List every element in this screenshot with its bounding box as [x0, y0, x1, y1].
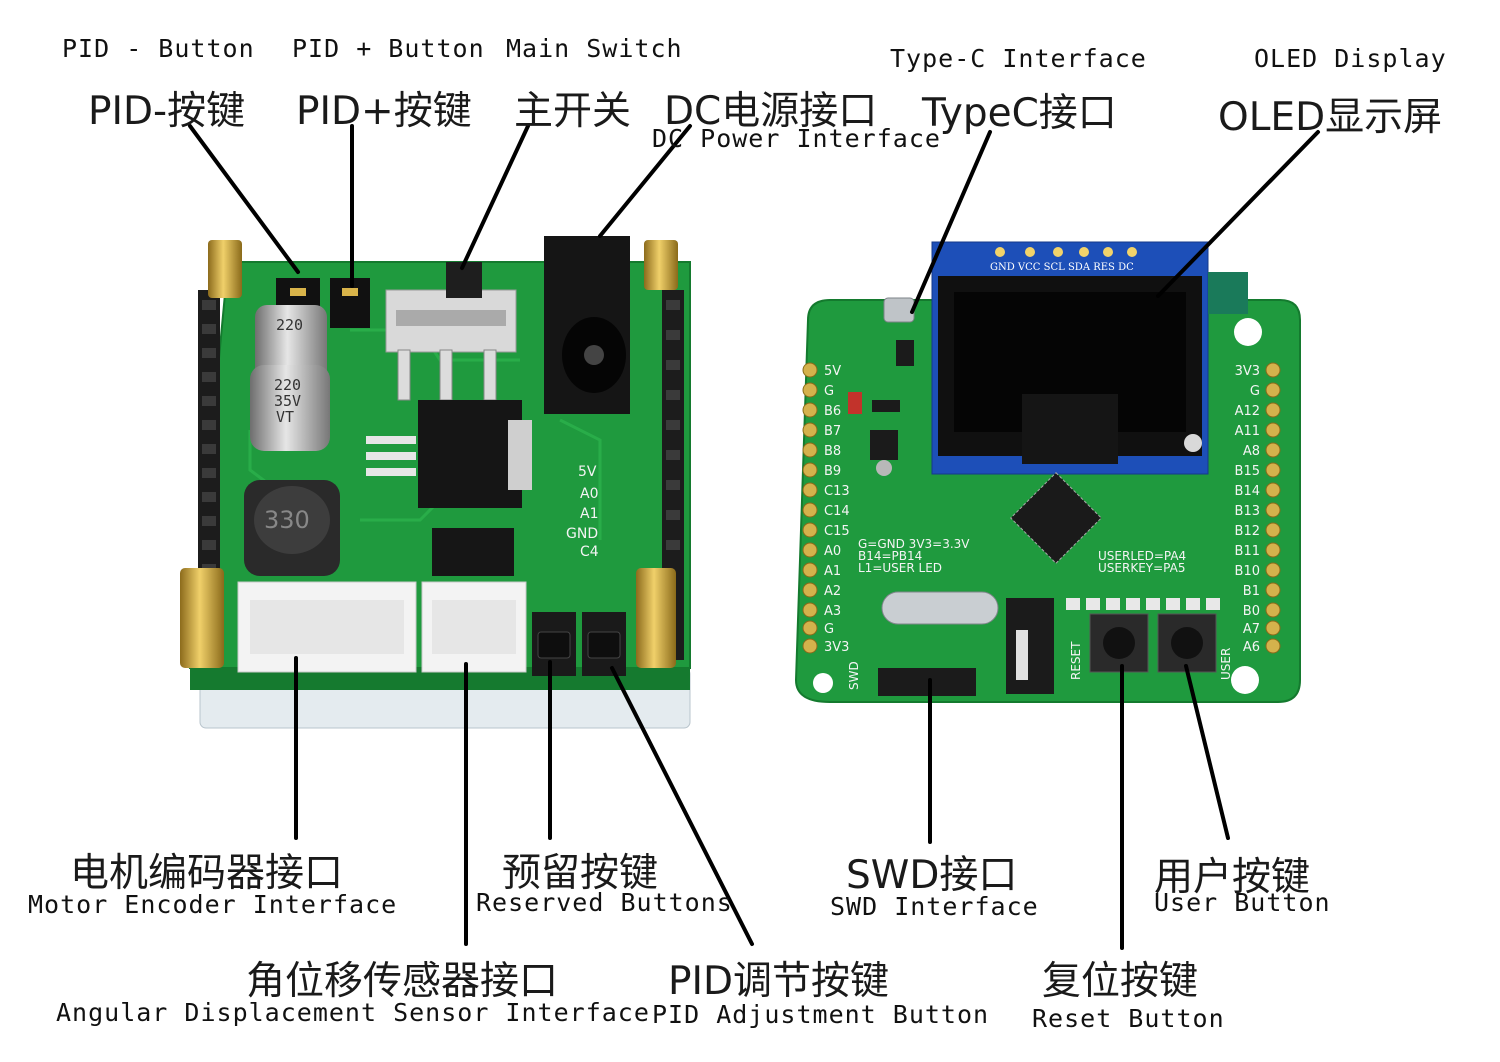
svg-text:GND: GND: [566, 526, 598, 542]
svg-text:C4: C4: [580, 544, 599, 560]
right-pin-label: B14: [1235, 484, 1260, 499]
label-type-c-zh: TypeC接口: [922, 91, 1117, 136]
leader-pid-adjust: [610, 666, 754, 946]
left-pin-label: 5V: [824, 364, 841, 379]
right-pin-label: B1: [1243, 584, 1260, 599]
label-angular-sensor-en: Angular Displacement Sensor Interface: [56, 998, 650, 1027]
left-pin-label: A2: [824, 584, 841, 599]
label-oled-en: OLED Display: [1254, 44, 1447, 73]
left-pin-label: B7: [824, 424, 841, 439]
silk-note: L1=USER LED: [858, 561, 942, 575]
label-user-zh: 用户按键: [1154, 855, 1311, 900]
right-pin-label: B13: [1235, 504, 1260, 519]
right-pin-label: B0: [1243, 604, 1260, 619]
right-pin-label: A7: [1243, 622, 1260, 637]
label-dc-power-zh: DC电源接口: [664, 89, 878, 134]
leader-user: [1184, 664, 1230, 840]
label-dc-power-en: DC Power Interface: [652, 124, 941, 153]
label-motor-encoder-zh: 电机编码器接口: [70, 851, 344, 896]
user-silk: USER: [1219, 648, 1233, 680]
svg-text:5V: 5V: [578, 464, 597, 480]
label-pid-plus-en: PID + Button: [292, 34, 485, 63]
label-swd-zh: SWD接口: [846, 853, 1018, 898]
oled-pin-labels: GND VCC SCL SDA RES DC: [990, 262, 1134, 273]
label-reset-zh: 复位按键: [1042, 959, 1199, 1004]
leader-dc-power: [598, 124, 692, 238]
right-pin-label: A12: [1235, 404, 1260, 419]
leader-main-switch: [460, 124, 530, 270]
right-pin-labels: 3V3 G A12 A11 A8 B15 B14 B13 B12 B11 B10…: [1235, 364, 1260, 655]
label-reserved-zh: 预留按键: [502, 851, 659, 896]
left-pin-label: 3V3: [824, 640, 849, 655]
label-angular-sensor-zh: 角位移传感器接口: [246, 959, 559, 1004]
left-pin-label: B9: [824, 464, 841, 479]
right-pin-label: A11: [1235, 424, 1260, 439]
swd-silk: SWD: [847, 661, 861, 690]
cap-text-4: VT: [276, 408, 294, 426]
left-pin-label: C13: [824, 484, 850, 499]
right-pin-label: G: [1250, 384, 1260, 399]
silk-note: B14=PB14: [858, 549, 922, 563]
left-pin-label: B8: [824, 444, 841, 459]
reset-silk: RESET: [1069, 641, 1083, 680]
label-swd-en: SWD Interface: [830, 892, 1039, 921]
label-pid-minus-zh: PID-按键: [88, 89, 246, 134]
label-main-switch-zh: 主开关: [514, 89, 632, 134]
right-pin-label: B15: [1235, 464, 1260, 479]
label-main-switch-en: Main Switch: [506, 34, 683, 63]
leader-lines: [188, 124, 1320, 950]
label-reset-en: Reset Button: [1032, 1004, 1225, 1033]
right-pin-label: B10: [1235, 564, 1260, 579]
svg-text:A1: A1: [580, 506, 598, 522]
right-pin-label: B11: [1235, 544, 1260, 559]
cap-text-3: 35V: [274, 392, 301, 410]
label-pid-adjust-en: PID Adjustment Button: [652, 1000, 990, 1029]
left-pin-label: A0: [824, 544, 841, 559]
label-oled-zh: OLED显示屏: [1218, 95, 1443, 140]
cap-text-1: 220: [276, 316, 303, 334]
silk-note: USERKEY=PA5: [1098, 561, 1185, 575]
right-pin-label: 3V3: [1235, 364, 1260, 379]
leader-pid-minus: [188, 124, 300, 274]
left-pin-label: G: [824, 384, 834, 399]
left-pin-label: G: [824, 622, 834, 637]
right-pin-label: B12: [1235, 524, 1260, 539]
left-pin-label: C15: [824, 524, 850, 539]
label-user-en: User Button: [1154, 888, 1331, 917]
cap-text-2: 220: [274, 376, 301, 394]
label-pid-adjust-zh: PID调节按键: [668, 959, 890, 1004]
silk-note: USERLED=PA4: [1098, 549, 1186, 563]
label-reserved-en: Reserved Buttons: [476, 888, 733, 917]
right-pin-label: A6: [1243, 640, 1260, 655]
leader-oled: [1156, 130, 1320, 298]
left-pin-label: A3: [824, 604, 841, 619]
label-pid-minus-en: PID - Button: [62, 34, 255, 63]
leader-type-c: [910, 130, 992, 314]
label-motor-encoder-en: Motor Encoder Interface: [28, 890, 398, 919]
left-pin-label: C14: [824, 504, 850, 519]
svg-text:A0: A0: [580, 486, 598, 502]
left-pin-label: B6: [824, 404, 841, 419]
mcu-board: 5V G B6 B7 B8 B9 C13 C14 C15 A0 A1 A2 A3…: [794, 241, 1301, 703]
label-type-c-en: Type-C Interface: [890, 44, 1147, 73]
inductor-text: 330: [264, 506, 310, 534]
left-pin-label: A1: [824, 564, 841, 579]
right-pin-label: A8: [1243, 444, 1260, 459]
left-pin-labels: 5V G B6 B7 B8 B9 C13 C14 C15 A0 A1 A2 A3…: [824, 364, 850, 655]
label-pid-plus-zh: PID+按键: [296, 89, 472, 134]
silk-note: G=GND 3V3=3.3V: [858, 537, 970, 551]
